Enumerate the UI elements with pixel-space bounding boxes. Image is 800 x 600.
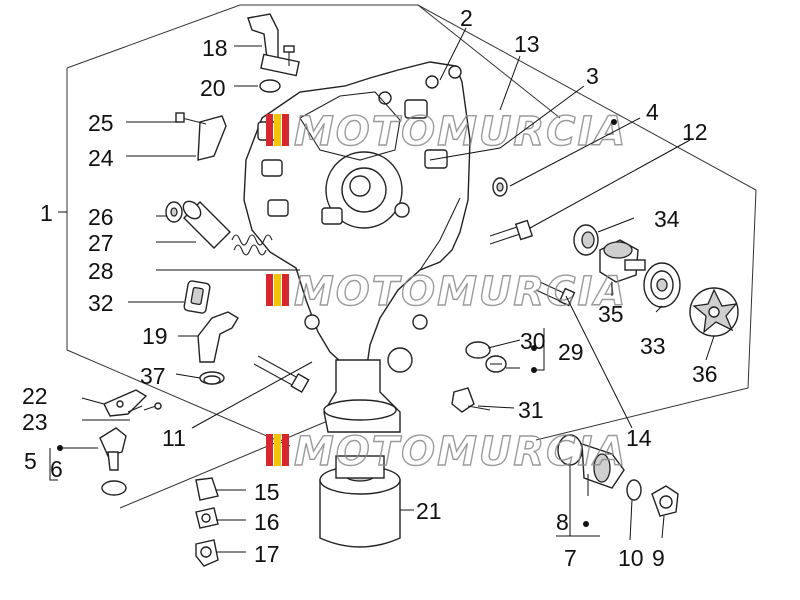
callout-32: 32	[88, 290, 114, 316]
clip-15	[195, 477, 219, 501]
pump-shaft-35	[599, 239, 646, 283]
callout-24: 24	[88, 145, 114, 171]
callout-31: 31	[518, 397, 544, 423]
clamp-37	[199, 371, 225, 385]
watermark-flag-red-1	[266, 114, 273, 146]
crankcase-cover	[243, 61, 471, 373]
plate-22	[103, 389, 148, 417]
callout-34: 34	[654, 206, 680, 232]
watermark-flag-red-2	[266, 274, 273, 306]
callout-23: 23	[22, 409, 48, 435]
screw-30	[485, 355, 507, 373]
breather-pipe-18	[247, 13, 300, 77]
callout-2: 2	[460, 5, 473, 31]
screws-23	[127, 402, 162, 413]
sensor-31	[451, 387, 491, 413]
callout-dots	[57, 119, 617, 527]
screw-small-18	[283, 45, 295, 66]
callout-30: 30	[520, 328, 546, 354]
watermark-text-3: MOTOMURCIA	[294, 429, 627, 475]
callout-27: 27	[88, 230, 114, 256]
drain-plug-9	[651, 485, 679, 517]
dipstick-5	[99, 427, 127, 471]
watermark-flag-yellow-1	[274, 114, 281, 146]
assembly-frame	[66, 4, 757, 509]
callout-35: 35	[598, 301, 624, 327]
callout-17: 17	[254, 541, 280, 567]
washer-4	[492, 177, 508, 197]
callout-36: 36	[692, 361, 718, 387]
watermark-flag-red-3b	[282, 434, 289, 466]
callout-16: 16	[254, 509, 280, 535]
watermark-3: MOTOMURCIA	[266, 428, 627, 476]
oil-filter	[319, 455, 401, 548]
o-ring-20	[259, 79, 281, 93]
watermark-flag-red-1b	[282, 114, 289, 146]
callout-9: 9	[652, 545, 665, 571]
pump-pulley-33	[643, 262, 681, 308]
leader-lines	[49, 27, 715, 553]
hose-19	[197, 311, 239, 363]
callout-12: 12	[682, 119, 708, 145]
callout-13: 13	[514, 31, 540, 57]
callout-1: 1	[40, 200, 53, 226]
spring-28	[231, 234, 273, 256]
water-pump-impeller-36	[689, 287, 739, 337]
watermark-flag-yellow-3	[274, 434, 281, 466]
ring-26	[165, 201, 183, 223]
callout-20: 20	[200, 75, 226, 101]
bolt-11	[253, 355, 310, 394]
watermark-flag-yellow-2	[274, 274, 281, 306]
oil-strainer-8	[557, 434, 625, 489]
callout-33: 33	[640, 333, 666, 359]
watermark-2: MOTOMURCIA	[266, 268, 627, 316]
gasket-30	[465, 341, 491, 359]
callout-26: 26	[88, 204, 114, 230]
callout-6: 6	[50, 456, 63, 482]
oil-seal-34	[573, 224, 599, 256]
watermark-flag-red-3	[266, 434, 273, 466]
oil-filter-housing	[323, 359, 401, 433]
callout-19: 19	[142, 323, 168, 349]
callout-10: 10	[618, 545, 644, 571]
bracket-24	[197, 115, 227, 161]
callout-37: 37	[140, 363, 166, 389]
callout-3: 3	[586, 63, 599, 89]
o-ring-10	[626, 479, 642, 501]
clip-16	[195, 507, 219, 529]
callout-18: 18	[202, 35, 228, 61]
callout-22: 22	[22, 383, 48, 409]
clip-17	[195, 539, 219, 567]
callout-25: 25	[88, 110, 114, 136]
callout-14: 14	[626, 425, 652, 451]
watermark-text-2: MOTOMURCIA	[294, 269, 627, 315]
watermark-text-1: MOTOMURCIA	[294, 109, 627, 155]
watermark-flag-red-2b	[282, 274, 289, 306]
callout-11: 11	[162, 425, 186, 451]
callout-8: 8	[556, 509, 569, 535]
callout-7: 7	[564, 545, 577, 571]
pin-27	[182, 200, 231, 249]
o-ring-6	[101, 480, 127, 496]
callout-4: 4	[646, 99, 659, 125]
callout-15: 15	[254, 479, 280, 505]
screw-25	[175, 112, 207, 125]
callout-28: 28	[88, 258, 114, 284]
cover-32	[183, 280, 211, 314]
callout-29: 29	[558, 339, 584, 365]
watermark-1: MOTOMURCIA	[266, 108, 627, 156]
callout-labels: 1 2 3 4 5 6 7 8 9 10 11 12 13 14 15 16 1…	[22, 5, 718, 571]
callout-21: 21	[416, 498, 442, 524]
bolt-12	[489, 219, 534, 245]
callout-5: 5	[24, 448, 37, 474]
